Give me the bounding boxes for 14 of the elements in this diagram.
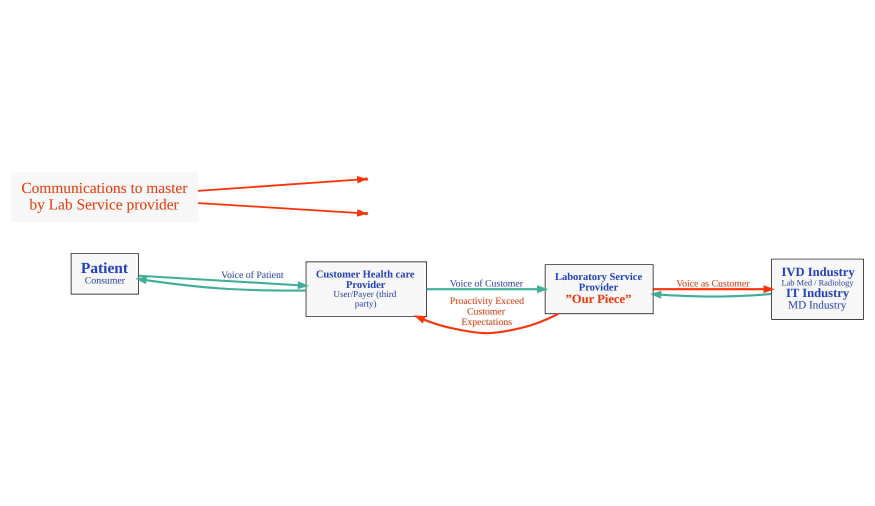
- edge-label: Voice of Patient: [221, 270, 284, 282]
- node-box: Laboratory Service Provider ”Our Piece”: [544, 264, 654, 314]
- node-box: Customer Health care Provider User/Payer (third party): [306, 262, 427, 317]
- arrow: [135, 276, 306, 292]
- arrow: [426, 285, 548, 294]
- arrow: [138, 274, 310, 290]
- edge-label: Voice of Customer: [450, 278, 524, 290]
- edge-label: Proactivity Exceed Customer Expectations: [450, 296, 524, 328]
- node-box: Communications to master by Lab Service provider: [11, 172, 198, 222]
- node-box: Patient Consumer: [70, 253, 139, 294]
- arrow: [650, 290, 772, 299]
- edge-label: Voice as Customer: [676, 278, 750, 290]
- arrow: [653, 285, 775, 294]
- arrow: [414, 312, 559, 334]
